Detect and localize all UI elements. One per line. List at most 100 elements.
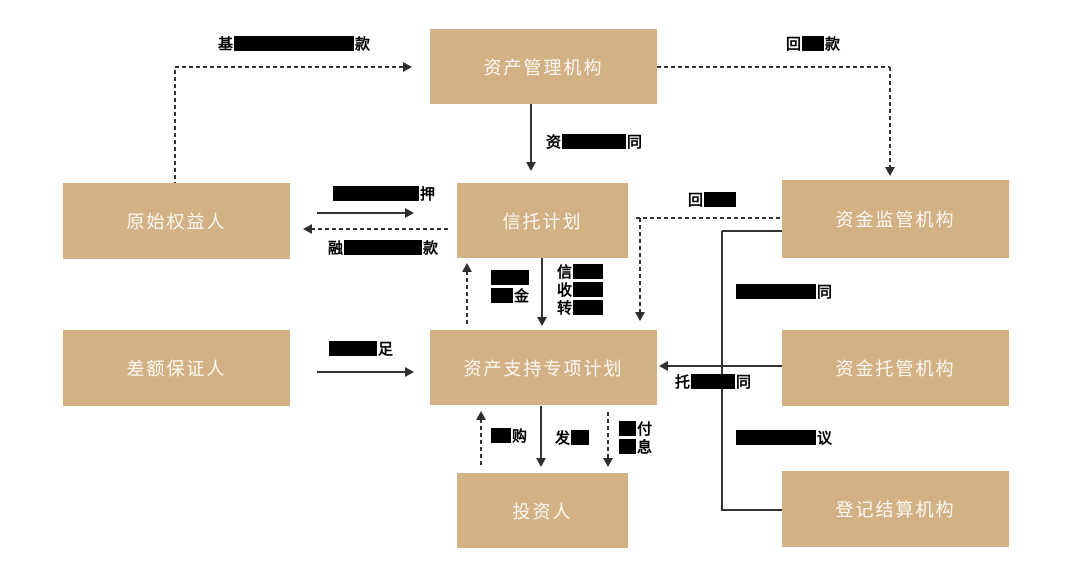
connector-absplan-issue-down [540, 406, 542, 459]
label-text: 回 [786, 36, 802, 53]
arrowhead-income-down [537, 317, 547, 326]
connector-payment-down-dashed [607, 412, 609, 459]
connector-holder-to-trust-solid [317, 212, 405, 214]
redaction-bar [704, 192, 737, 207]
redaction-bar [736, 284, 816, 299]
label-line: 息 [618, 439, 652, 457]
redaction-bar [562, 134, 627, 149]
arrowhead-shortfall [405, 367, 414, 377]
edge-label-trust-income: 信 收 转 [557, 264, 604, 318]
label-line: 转 [557, 300, 604, 318]
arrowhead-into-asset-manager [403, 62, 412, 72]
redaction-bar [329, 341, 377, 356]
redaction-bar [234, 36, 355, 51]
label-text: 发 [555, 430, 571, 447]
edge-label-funds-up: 金 [490, 270, 530, 306]
label-text: 基 [218, 36, 234, 53]
connector-rail-to-registrar [722, 509, 782, 511]
edge-label-subscribe: 购 [490, 428, 527, 446]
redaction-bar [573, 282, 604, 297]
label-text: 议 [817, 430, 833, 447]
edge-label-settlement-agreement: 议 [735, 430, 832, 448]
edge-label-transfer-price: 基款 [218, 36, 370, 54]
arrowhead-funds-up [462, 263, 472, 272]
arrowhead-financing [303, 224, 312, 234]
edge-label-pledge: 押 [332, 186, 435, 204]
label-text: 回 [688, 192, 704, 209]
arrowhead-recovery-into-abs-plan [635, 312, 645, 321]
arrowhead-custody-into-abs-plan [659, 361, 668, 371]
connector-investor-subscribe-up [480, 419, 482, 468]
connector-rail-to-supervisor [722, 230, 782, 232]
label-text: 收 [557, 282, 573, 299]
label-line: 信 [557, 264, 604, 282]
connector-manager-to-supervisor-horizontal [657, 66, 890, 68]
redaction-bar [571, 430, 590, 445]
connector-custodian-to-absplan [668, 365, 782, 367]
arrowhead-subscribe-up [476, 411, 486, 420]
connector-trust-to-holder-dashed [311, 228, 450, 230]
edge-label-custody-contract: 托同 [675, 374, 751, 392]
connector-trust-to-absplan-income [541, 258, 543, 318]
arrowhead-into-fund-supervisor [885, 167, 895, 176]
label-line: 收 [557, 282, 604, 300]
edge-label-shortfall: 足 [328, 341, 393, 359]
node-original-holder: 原始权益人 [63, 183, 290, 259]
node-registrar: 登记结算机构 [782, 471, 1009, 547]
label-line [490, 270, 530, 288]
label-text: 同 [736, 374, 752, 391]
edge-label-supervision-contract: 同 [735, 284, 832, 302]
label-text: 款 [825, 36, 841, 53]
label-line: 金 [490, 288, 530, 306]
label-text: 转 [557, 300, 573, 317]
label-text: 同 [817, 284, 833, 301]
arrowhead-into-trust-plan [526, 162, 536, 171]
label-text: 托 [675, 374, 691, 391]
connector-absplan-to-trust-funds [466, 271, 468, 326]
connector-holder-to-manager-horizontal [175, 66, 403, 68]
connector-manager-to-supervisor-vertical [889, 67, 891, 168]
label-text: 资 [546, 134, 562, 151]
label-text: 款 [355, 36, 371, 53]
arrowhead-issue-down [536, 458, 546, 467]
redaction-bar [491, 428, 511, 443]
redaction-bar [619, 421, 636, 436]
redaction-bar [491, 288, 513, 303]
connector-right-rail [721, 231, 723, 511]
label-text: 付 [637, 421, 653, 438]
edge-label-mgmt-contract: 资同 [546, 134, 642, 152]
label-text: 信 [557, 264, 573, 281]
node-fund-custodian: 资金托管机构 [782, 330, 1009, 406]
redaction-bar [691, 374, 736, 389]
connector-manager-to-trust [530, 104, 532, 163]
arrowhead-pledge [405, 208, 414, 218]
label-text: 款 [423, 240, 439, 257]
label-text: 息 [637, 439, 653, 456]
node-trust-plan: 信托计划 [457, 183, 628, 258]
edge-label-recovery-mid: 回 [688, 192, 737, 210]
connector-supervisor-to-trust-dashed [636, 217, 782, 219]
redaction-bar [573, 300, 604, 315]
edge-label-financing: 融款 [328, 240, 438, 258]
redaction-bar [344, 240, 423, 255]
label-text: 购 [512, 428, 528, 445]
redaction-bar [573, 264, 604, 279]
label-text: 押 [420, 186, 436, 203]
label-text: 融 [328, 240, 344, 257]
edge-label-issue: 发 [555, 430, 590, 448]
connector-holder-to-manager-vertical [174, 70, 176, 183]
redaction-bar [736, 430, 816, 445]
label-text: 金 [514, 288, 530, 305]
connector-guarantor-to-absplan [317, 371, 405, 373]
node-fund-supervisor: 资金监管机构 [782, 180, 1009, 258]
redaction-bar [333, 186, 419, 201]
connector-recovery-down-dashed [639, 218, 641, 313]
node-asset-manager: 资产管理机构 [430, 29, 657, 104]
edge-label-recovery-right: 回款 [786, 36, 840, 54]
redaction-bar [491, 270, 529, 285]
label-line: 付 [618, 421, 652, 439]
node-guarantor: 差额保证人 [63, 330, 290, 406]
redaction-bar [802, 36, 825, 51]
node-abs-plan: 资产支持专项计划 [430, 330, 657, 405]
